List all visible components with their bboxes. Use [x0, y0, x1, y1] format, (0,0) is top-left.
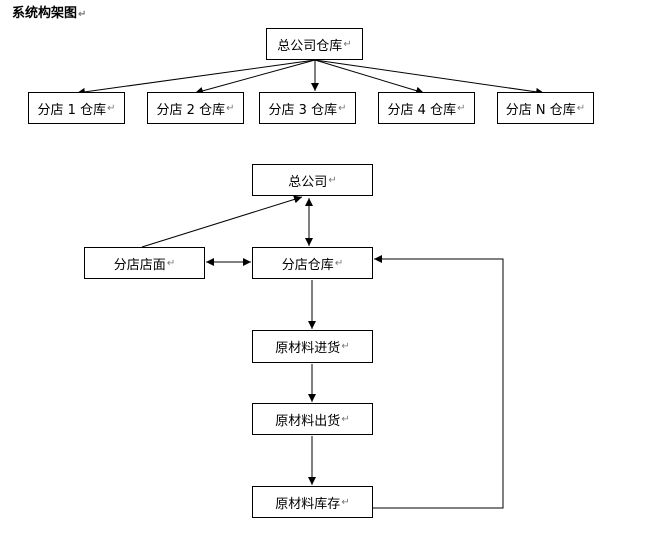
arrow-root-branch-n [314, 59, 545, 96]
node-branch-3-warehouse: 分店 3 仓库↵ [259, 92, 356, 124]
node-hq: 总公司↵ [252, 164, 373, 196]
node-storefront: 分店店面↵ [84, 247, 205, 279]
arrow-storefront-hq [141, 195, 303, 248]
node-branch-4-warehouse: 分店 4 仓库↵ [378, 92, 475, 124]
arrow-root-branch-1 [76, 59, 316, 96]
arrow-root-branch-4 [314, 59, 425, 95]
node-branch-2-warehouse: 分店 2 仓库↵ [147, 92, 244, 124]
node-branch-n-warehouse: 分店 N 仓库↵ [497, 92, 594, 124]
arrow-root-branch-2 [194, 59, 316, 95]
node-branch-warehouse: 分店仓库↵ [252, 247, 373, 279]
node-shipment: 原材料出货↵ [252, 403, 373, 435]
node-hq-warehouse: 总公司仓库↵ [266, 28, 363, 60]
node-inventory: 原材料库存↵ [252, 486, 373, 518]
node-branch-1-warehouse: 分店 1 仓库↵ [28, 92, 125, 124]
arrow-inventory-feedback [373, 255, 504, 509]
diagram-title: 系统构架图↵ [12, 6, 87, 21]
node-purchase: 原材料进货↵ [252, 330, 373, 363]
